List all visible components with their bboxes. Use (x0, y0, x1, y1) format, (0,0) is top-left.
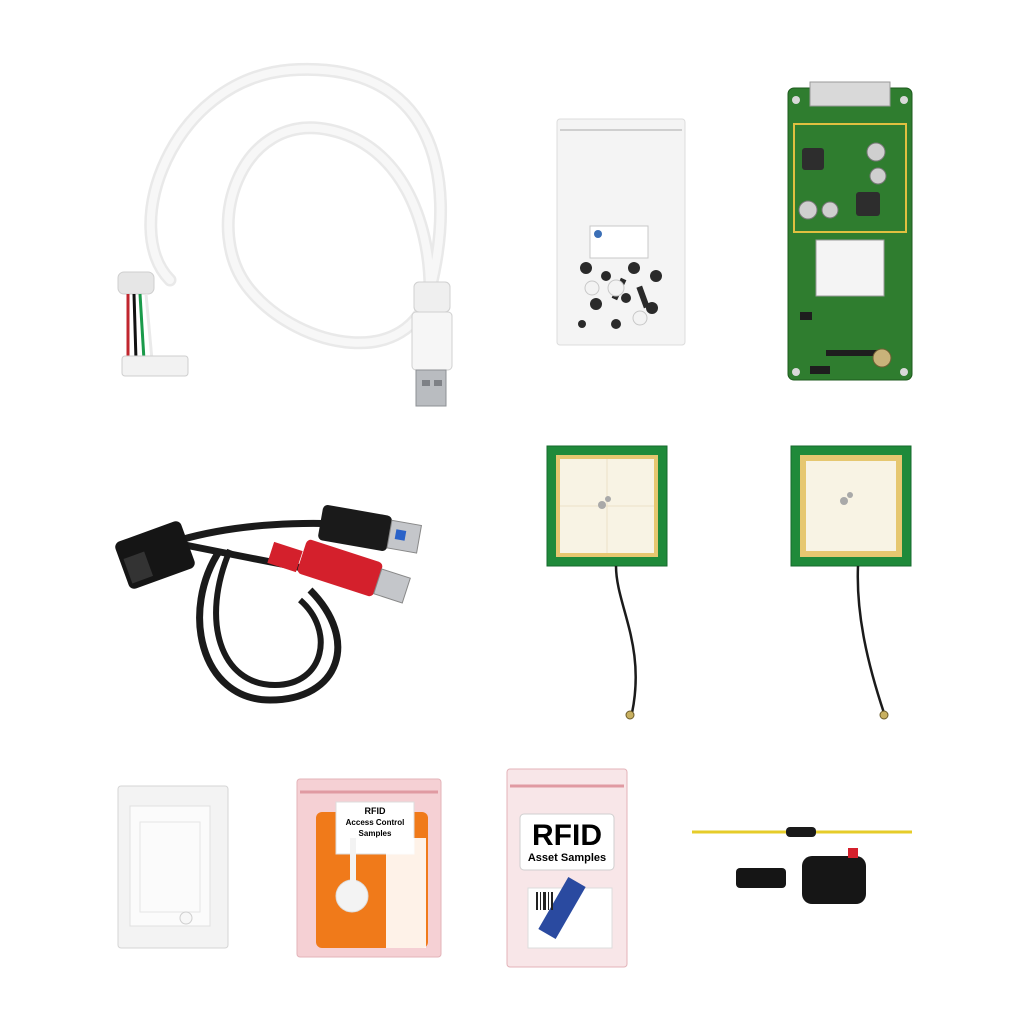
asset-bag-title-1: RFID (532, 819, 602, 852)
access-bag-title-1: RFID (364, 806, 386, 816)
rfid-antenna-right (790, 445, 914, 725)
clear-tag-samples (110, 782, 234, 952)
hardware-bag (556, 118, 686, 346)
rfid-reader-board (786, 80, 914, 382)
asset-samples-bag: RFID Asset Samples (506, 768, 628, 968)
usb-y-cable (110, 500, 430, 710)
access-bag-title-3: Samples (358, 829, 392, 838)
wire-tag-and-fobs (690, 820, 916, 912)
access-bag-title-2: Access Control (345, 818, 405, 827)
white-usb-cable (100, 50, 480, 410)
asset-bag-title-2: Asset Samples (527, 852, 607, 864)
access-control-samples-bag: RFID Access Control Samples (296, 778, 442, 958)
rfid-antenna-left (546, 445, 670, 725)
